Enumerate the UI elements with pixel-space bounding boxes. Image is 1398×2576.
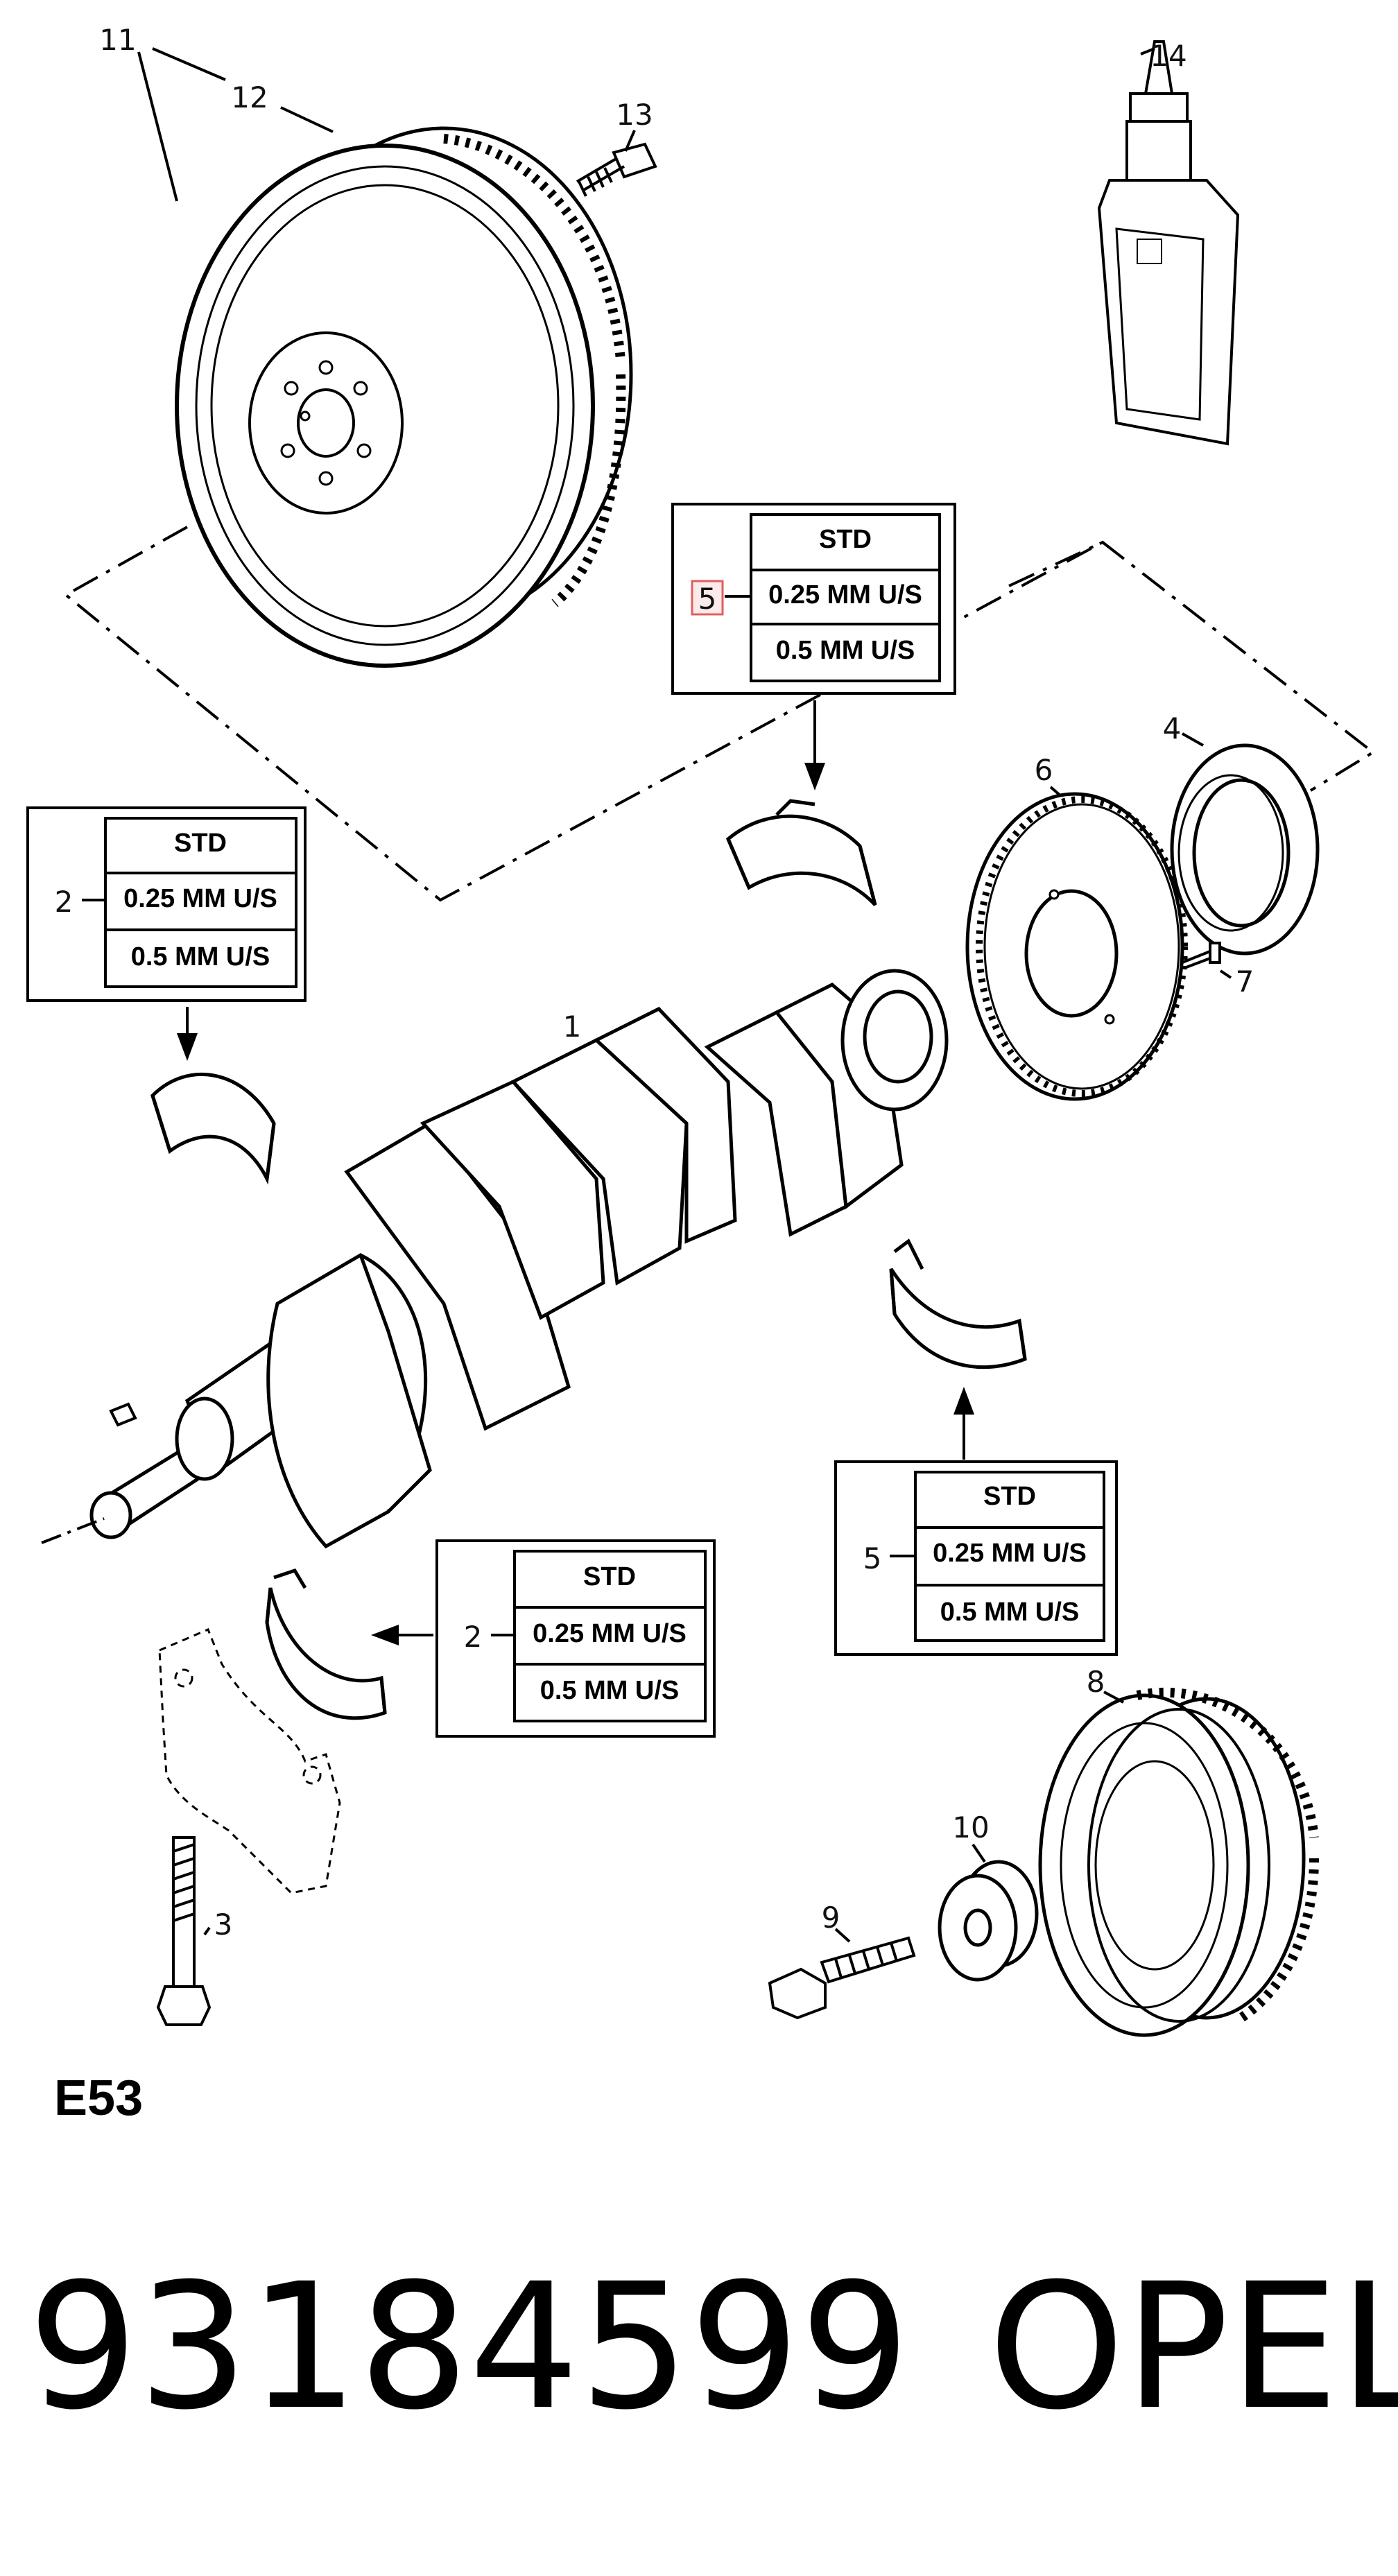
callout-7[interactable]: 7	[1236, 965, 1254, 999]
bearing-table-right	[834, 1460, 1118, 1656]
highlight-box[interactable]	[691, 580, 724, 616]
callout-5-right[interactable]: 5	[863, 1541, 882, 1575]
part-number: 93184599	[28, 2246, 911, 2448]
sealant-bottle[interactable]	[1097, 40, 1240, 446]
callout-6[interactable]: 6	[1035, 753, 1053, 787]
woodruff-key[interactable]	[109, 1402, 137, 1427]
table-left-size2: 0.5 MM U/S	[131, 942, 270, 971]
pulley-washer[interactable]	[938, 1860, 1039, 1982]
arrow-bottom-head	[371, 1625, 399, 1645]
main-bearing-shell-bottom[interactable]	[265, 1568, 387, 1720]
bearing-table-bottom	[435, 1539, 716, 1738]
crankshaft-oil-seal[interactable]	[1170, 743, 1320, 956]
callout-2-left[interactable]: 2	[55, 885, 74, 919]
callout-2-bottom[interactable]: 2	[464, 1620, 483, 1654]
table-right-size1: 0.25 MM U/S	[933, 1539, 1087, 1568]
main-bearing-shell-lower-right[interactable]	[889, 1238, 1027, 1369]
callout-13[interactable]: 13	[616, 98, 653, 132]
arrow-right-head	[953, 1387, 974, 1415]
crankshaft-sprocket-wheel[interactable]	[965, 792, 1188, 1101]
bearing-table-left	[26, 806, 307, 1002]
flywheel[interactable]	[175, 126, 633, 668]
table-bottom-size2: 0.5 MM U/S	[540, 1676, 680, 1705]
main-bearing-shell-upper[interactable]	[725, 799, 877, 906]
diagram-code: E53	[54, 2071, 144, 2126]
callout-8[interactable]: 8	[1087, 1665, 1105, 1699]
arrow-top-head	[804, 763, 825, 790]
callout-14[interactable]: 14	[1150, 39, 1186, 73]
callout-11[interactable]: 11	[99, 23, 136, 57]
table-left-size1: 0.25 MM U/S	[123, 884, 277, 913]
pulley-bolt[interactable]	[768, 1936, 916, 2020]
callout-3[interactable]: 3	[214, 1908, 233, 1942]
table-top-size1: 0.25 MM U/S	[768, 580, 922, 610]
leader-lines	[137, 47, 1232, 1943]
table-left-std: STD	[174, 829, 227, 858]
main-bearing-cap[interactable]	[158, 1628, 341, 1894]
table-top-size2: 0.5 MM U/S	[776, 636, 915, 665]
flywheel-bolt[interactable]	[576, 142, 657, 197]
callout-10[interactable]: 10	[952, 1810, 989, 1844]
crankshaft[interactable]	[89, 969, 949, 1549]
crank-axis-line	[41, 1517, 105, 1544]
arrow-left-head	[177, 1033, 198, 1061]
table-bottom-std: STD	[583, 1562, 636, 1591]
sprocket-screw[interactable]	[1182, 942, 1221, 969]
callout-5-highlighted[interactable]: 5	[698, 582, 717, 616]
callout-1[interactable]: 1	[563, 1010, 582, 1044]
table-bottom-size1: 0.25 MM U/S	[533, 1619, 687, 1648]
main-bearing-shell-left[interactable]	[150, 1073, 276, 1185]
callout-12[interactable]: 12	[231, 80, 268, 114]
crankshaft-pulley-balancer[interactable]	[1038, 1687, 1319, 2037]
assembly-boundary-line	[63, 526, 1376, 902]
callout-9[interactable]: 9	[822, 1901, 840, 1935]
table-right-std: STD	[983, 1482, 1036, 1511]
brand-name: OPEL	[988, 2246, 1398, 2448]
table-right-size2: 0.5 MM U/S	[940, 1598, 1080, 1627]
callout-4[interactable]: 4	[1163, 711, 1182, 745]
main-bearing-cap-bolt[interactable]	[156, 1836, 212, 2026]
footer-caption: 93184599 OPEL	[28, 2246, 1398, 2448]
table-top-std: STD	[819, 525, 872, 554]
